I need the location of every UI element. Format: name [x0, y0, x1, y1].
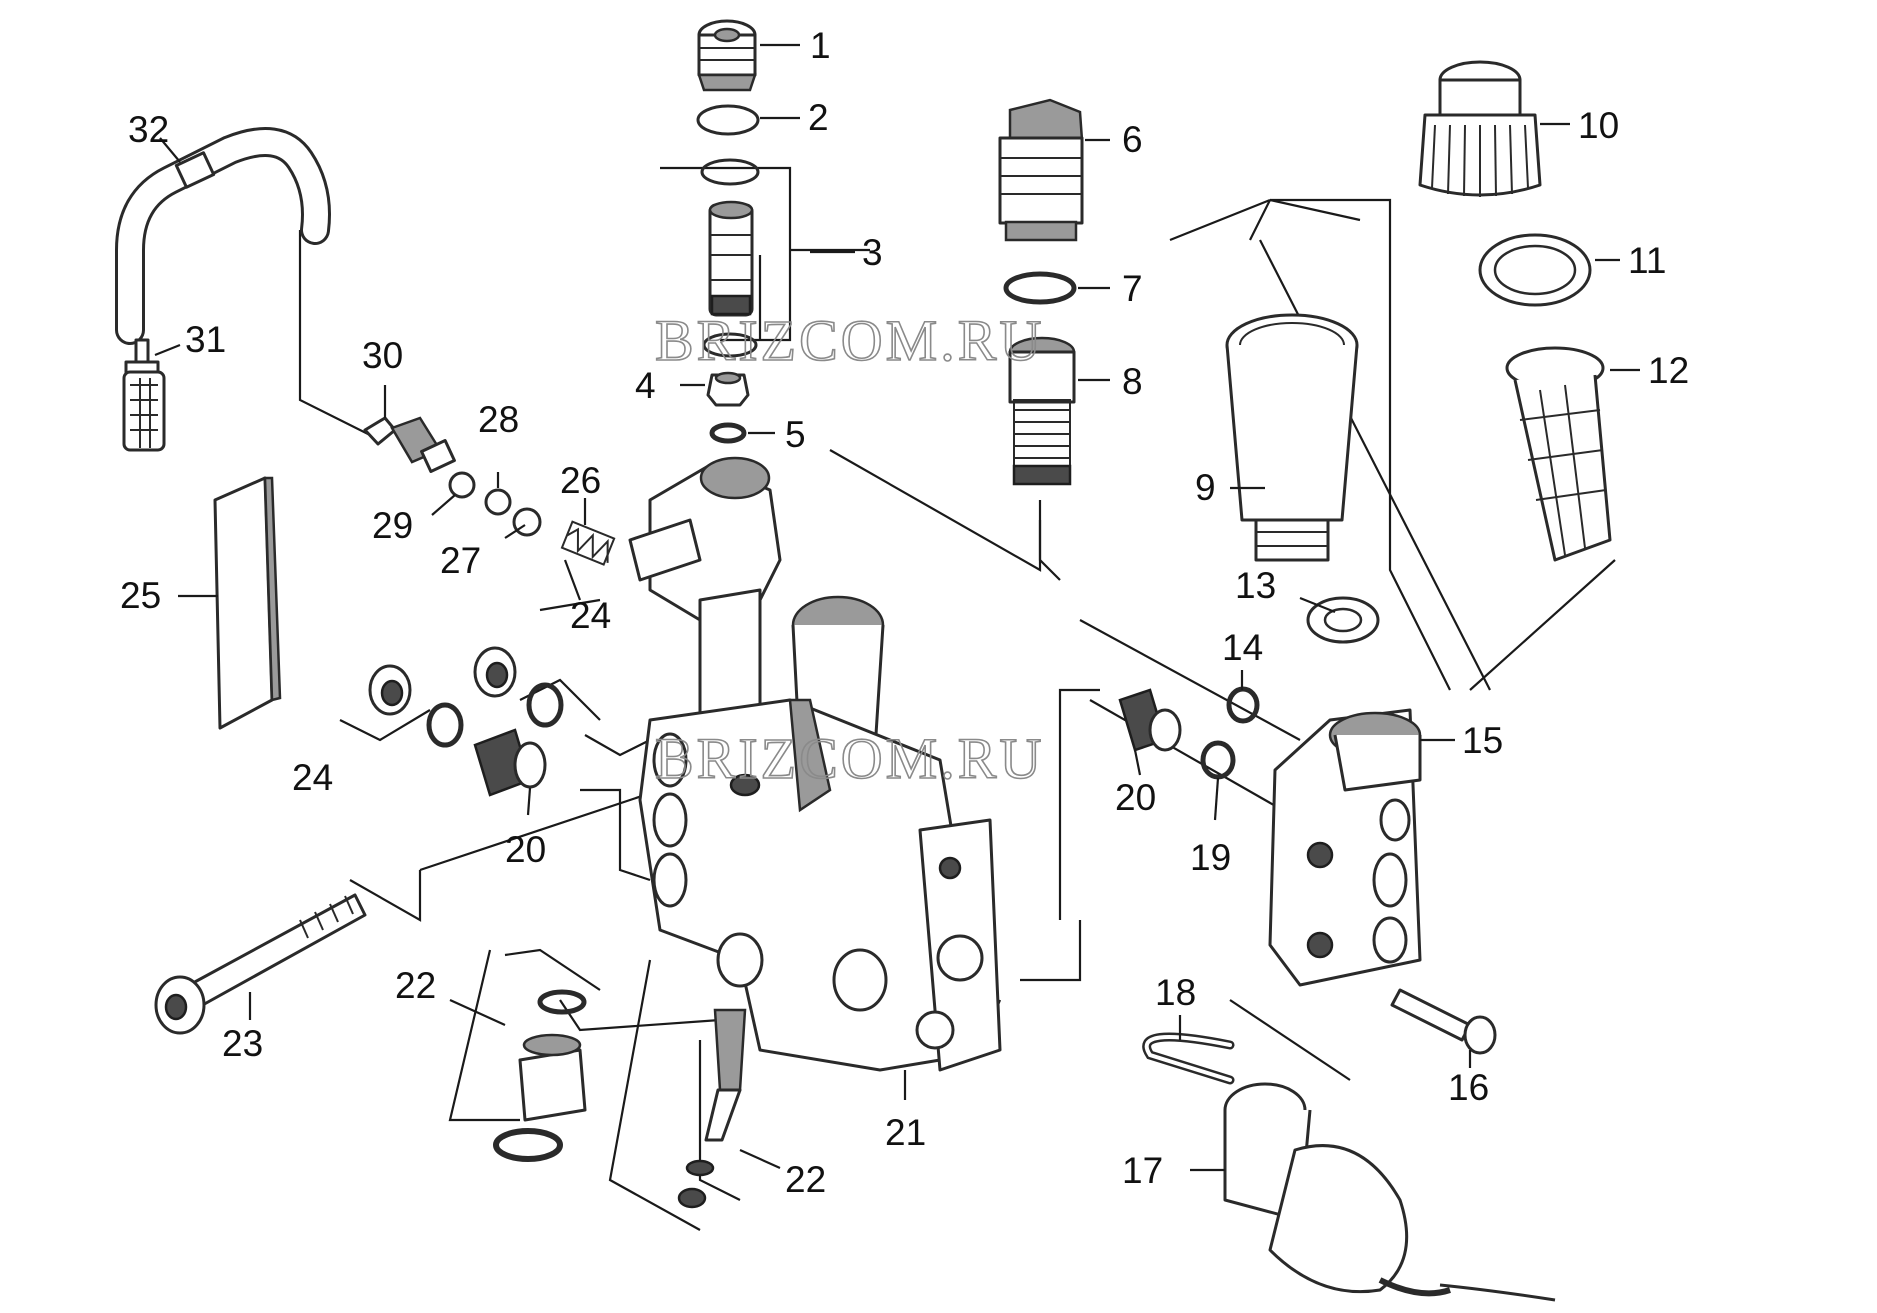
callout-12: 12: [1648, 350, 1689, 391]
callout-19: 19: [1190, 837, 1231, 878]
part-14-o-ring: [1226, 686, 1260, 724]
part-3-valve-cartridge: [700, 158, 760, 358]
callout-11: 11: [1628, 240, 1666, 281]
callout-14: 14: [1222, 627, 1263, 668]
callout-31: 31: [185, 319, 226, 360]
callout-15: 15: [1462, 720, 1503, 761]
part-4-nut: [706, 371, 750, 407]
callout-17: 17: [1122, 1150, 1163, 1191]
part-15-manifold: [1268, 708, 1422, 987]
callout-22: 22: [395, 965, 436, 1006]
callout-6: 6: [1122, 119, 1143, 160]
callout-22: 22: [785, 1159, 826, 1200]
part-24-valve-lower: [368, 664, 464, 748]
callout-28: 28: [478, 399, 519, 440]
callout-24: 24: [292, 757, 333, 798]
callout-23: 23: [222, 1023, 263, 1064]
callout-5: 5: [785, 414, 806, 455]
part-9-filter-bowl: [1225, 313, 1359, 562]
part-26-spring: [560, 520, 616, 566]
part-25-plate: [213, 476, 282, 730]
part-22-plug-assembly: [493, 989, 587, 1162]
callout-10: 10: [1578, 105, 1619, 146]
part-1-plug: [697, 19, 757, 92]
part-2-o-ring: [696, 104, 760, 136]
part-8-piston-spring: [1008, 336, 1076, 486]
part-27-ball: [512, 507, 542, 537]
part-18-clip: [1142, 1032, 1235, 1085]
part-29-o-ring: [448, 471, 476, 499]
callout-2: 2: [808, 97, 829, 138]
callout-32: 32: [128, 109, 169, 150]
callout-26: 26: [560, 460, 601, 501]
part-10-coupling-nut: [1418, 60, 1542, 197]
callout-25: 25: [120, 575, 161, 616]
part-6-valve-housing: [998, 98, 1084, 242]
part-17-connector: [1223, 1082, 1556, 1302]
part-30-nipple-fitting: [363, 416, 456, 473]
callout-4: 4: [635, 365, 656, 406]
part-20-check-valve-right: [1118, 688, 1182, 752]
callout-20: 20: [1115, 777, 1156, 818]
part-5-washer: [709, 422, 747, 444]
callout-21: 21: [885, 1112, 926, 1153]
callout-8: 8: [1122, 361, 1143, 402]
part-19-o-ring: [1200, 740, 1236, 780]
part-24-valve-upper: [473, 646, 564, 728]
callout-7: 7: [1122, 268, 1143, 309]
part-20-check-valve-left: [473, 728, 547, 797]
watermark-upper: BRIZCOM.RU: [655, 308, 1044, 373]
callout-24: 24: [570, 595, 611, 636]
callout-30: 30: [362, 335, 403, 376]
callout-1: 1: [810, 25, 831, 66]
callout-20: 20: [505, 829, 546, 870]
part-23-long-bolt: [154, 893, 367, 1035]
part-32-suction-hose: [115, 127, 331, 345]
callout-numbers: 1 2 3 4 5 6 7 8 9 10 11 12 13 14 15 16 1…: [120, 25, 1689, 1200]
part-7-o-ring: [1003, 271, 1077, 305]
callout-leaders: [154, 43, 1640, 1172]
callout-13: 13: [1235, 565, 1276, 606]
watermark-lower: BRIZCOM.RU: [655, 726, 1044, 791]
part-11-gasket: [1478, 233, 1592, 307]
callout-3: 3: [862, 232, 883, 273]
callout-16: 16: [1448, 1067, 1489, 1108]
part-28-o-ring: [484, 488, 512, 516]
part-31-suction-filter: [122, 338, 166, 452]
callout-29: 29: [372, 505, 413, 546]
callout-27: 27: [440, 540, 481, 581]
callout-9: 9: [1195, 467, 1216, 508]
part-16-bolt: [1390, 988, 1497, 1055]
part-12-strainer: [1505, 346, 1612, 562]
callout-18: 18: [1155, 972, 1196, 1013]
part-22-pin-assembly: [677, 1008, 747, 1209]
part-21-pump-housing: [628, 456, 1002, 1072]
